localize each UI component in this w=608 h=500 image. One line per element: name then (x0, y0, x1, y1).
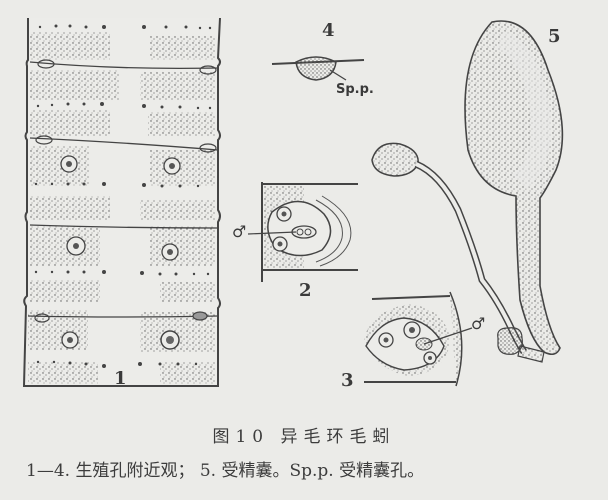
panel-4-section (271, 56, 365, 81)
panel-5-label: 5 (548, 26, 561, 47)
panel-2-label: 2 (299, 280, 312, 301)
figure-caption-body: 1—4. 生殖孔附近观； 5. 受精囊。Sp.p. 受精囊孔。 (26, 461, 425, 481)
panel-3-label: 3 (341, 370, 354, 391)
panel-3-male-pore (364, 291, 473, 387)
sp-p-label: Sp.p. (336, 82, 374, 97)
panel-1-label: 1 (114, 368, 127, 389)
panel-4-label: 4 (322, 20, 335, 41)
figure-caption-title: 图10 异毛环毛蚓 (212, 427, 396, 447)
panel-2-male-pore (247, 182, 358, 282)
figure-drawing (22, 17, 564, 387)
panel-1-segments (22, 17, 221, 387)
male-symbol-icon: ♂ (232, 222, 247, 241)
male-symbol-icon: ♂ (471, 314, 486, 333)
figure-illustration: 1 2 3 4 5 Sp.p. ♂ ♂ (22, 17, 564, 391)
panel-5-spermatheca (371, 20, 564, 363)
